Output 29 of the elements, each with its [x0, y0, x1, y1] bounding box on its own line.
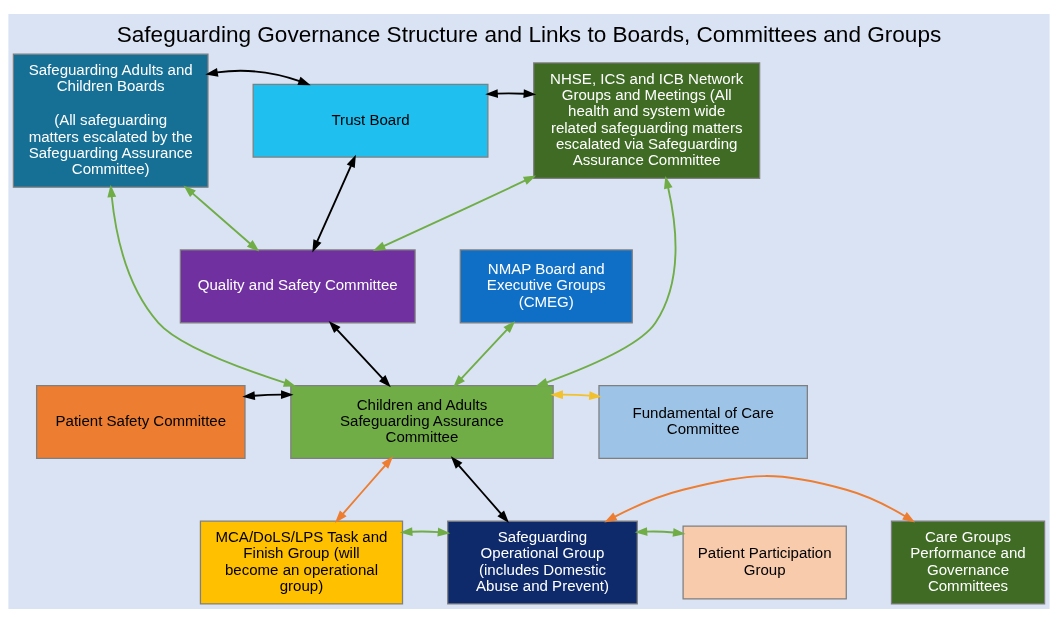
node-box: Trust Board: [252, 83, 489, 158]
node-box: NMAP Board and Executive Groups (CMEG): [459, 249, 633, 324]
arrow: [485, 89, 537, 99]
diagram-title: Safeguarding Governance Structure and Links to Boards, Committees and Groups: [116, 22, 942, 48]
arrow: [634, 527, 686, 537]
arrow: [183, 185, 260, 252]
arrow: [334, 456, 394, 523]
node-box: NHSE, ICS and ICB Network Groups and Meetings (All health and system wide related safeguarding matters escalated via Safeguarding Assurance Committee: [533, 62, 761, 180]
arrow: [399, 527, 451, 537]
arrow: [450, 456, 509, 523]
node-box: MCA/DoLS/LPS Task and Finish Group (will become an operational group): [199, 520, 404, 605]
node-box: Patient Safety Committee: [36, 384, 246, 459]
node-box: Quality and Safety Committee: [179, 249, 416, 324]
node-box: Safeguarding Operational Group (includes Domestic Abuse and Prevent): [447, 520, 638, 605]
node-box: Safeguarding Adults and Children Boards (All safeguarding matters escalated by the Safeguarding Assurance Committee): [12, 53, 209, 188]
arrow: [242, 390, 294, 400]
node-box: Patient Participation Group: [682, 525, 847, 600]
arrow: [372, 175, 537, 252]
node-box: Children and Adults Safeguarding Assurance Committee: [290, 384, 554, 459]
arrow: [550, 390, 602, 400]
node-box: Care Groups Performance and Governance Committees: [890, 520, 1046, 605]
node-box: Fundamental of Care Committee: [598, 384, 808, 459]
arrow: [535, 175, 677, 387]
arrow: [328, 320, 391, 388]
arrow: [312, 154, 356, 253]
arrow: [453, 320, 516, 388]
arrow: [107, 184, 297, 387]
arrow: [604, 475, 916, 523]
arrow: [205, 68, 311, 86]
